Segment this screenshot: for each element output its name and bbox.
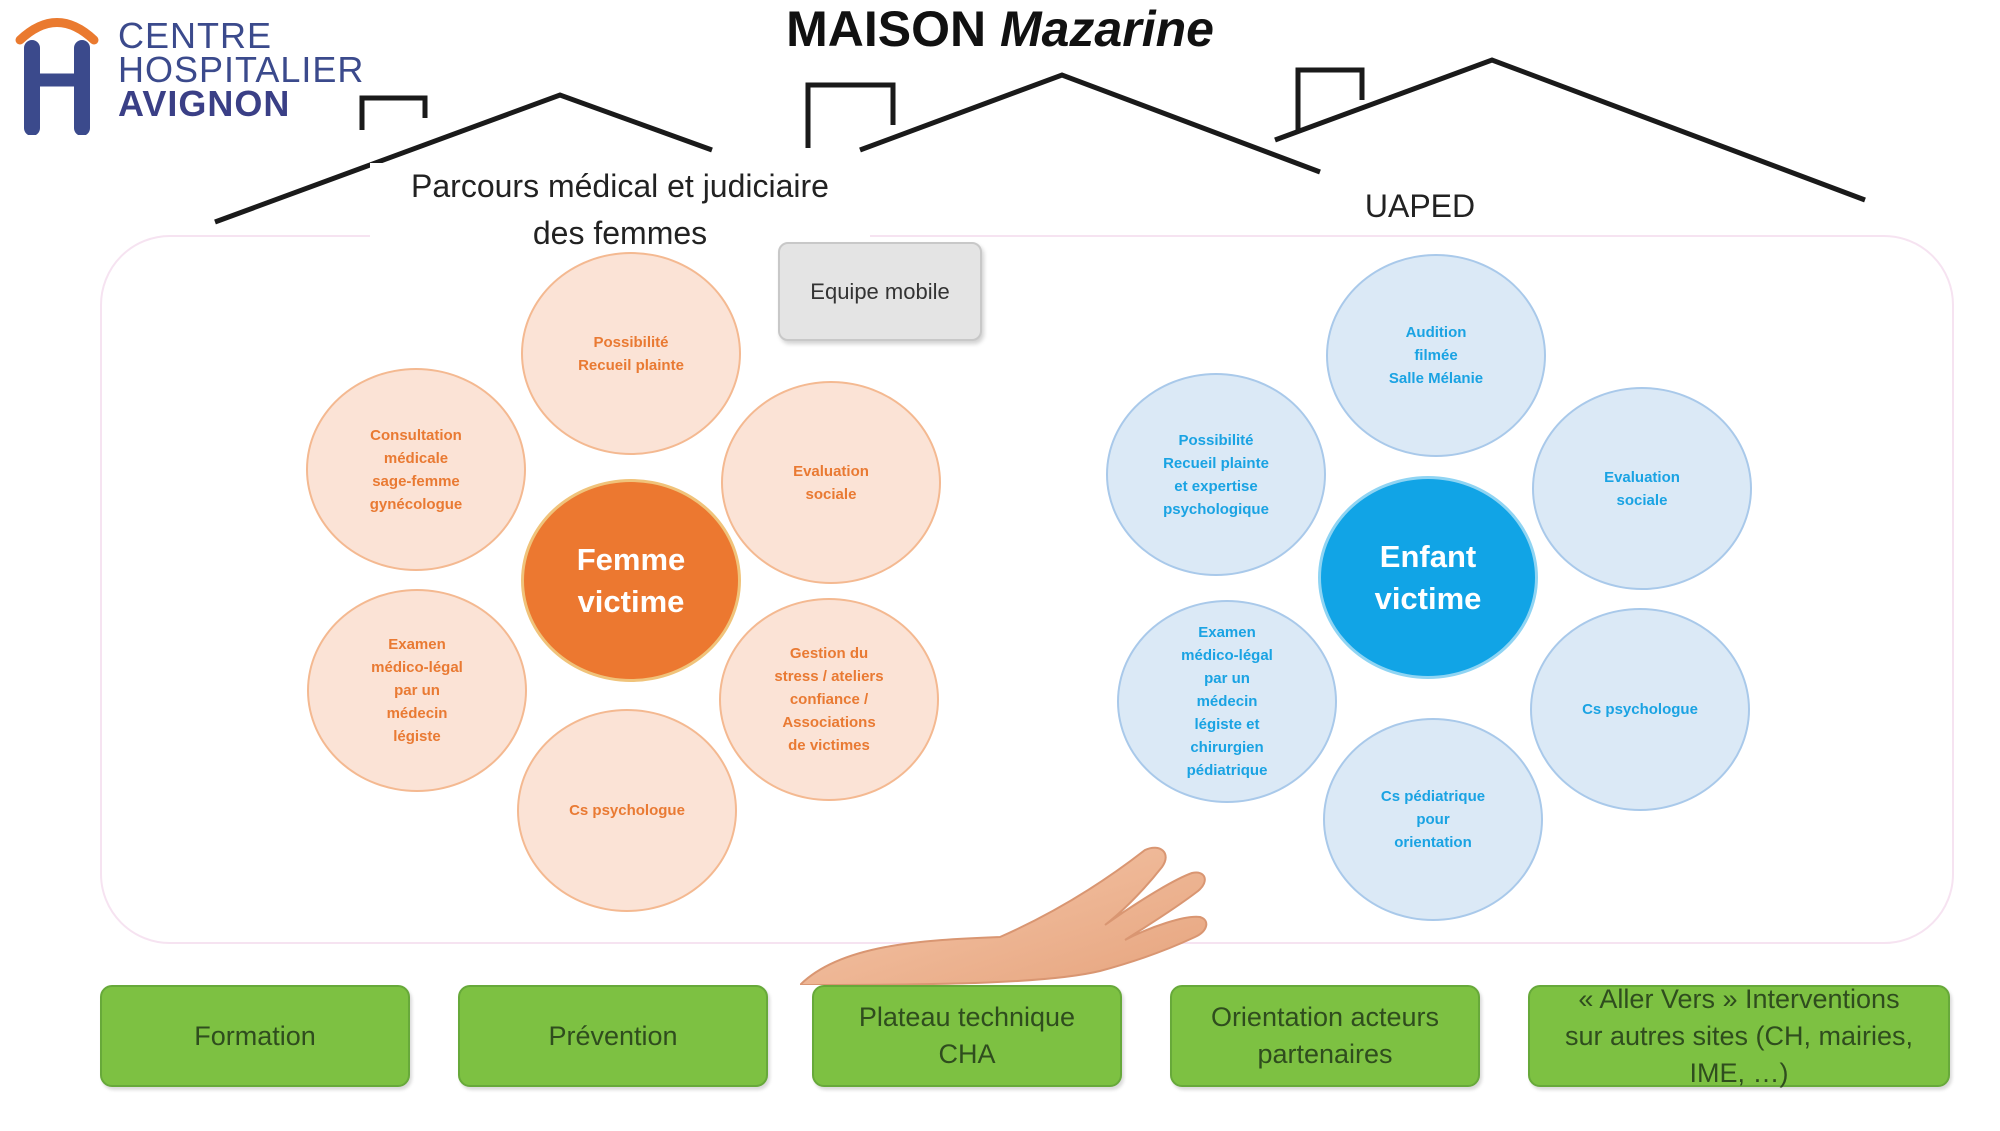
title-part1: MAISON bbox=[786, 1, 1000, 57]
logo-text-line3: AVIGNON bbox=[118, 83, 291, 124]
logo-text-line1: CENTRE bbox=[118, 15, 273, 56]
chimney-left bbox=[359, 95, 428, 130]
femmes-section-title: Parcours médical et judiciaire des femme… bbox=[370, 163, 870, 257]
roof-middle bbox=[859, 72, 1321, 175]
formation-button: Formation bbox=[100, 985, 410, 1087]
house-roofs bbox=[214, 57, 1866, 225]
femmes-satellite-cs-psychologue: Cs psychologue bbox=[517, 709, 737, 912]
equipe-mobile-box: Equipe mobile bbox=[778, 242, 982, 341]
roof-right bbox=[1274, 57, 1866, 203]
title-part2: Mazarine bbox=[999, 1, 1214, 57]
page-title: MAISON Mazarine bbox=[0, 0, 2000, 58]
uaped-section-title: UAPED bbox=[1364, 188, 1476, 224]
chimney-right bbox=[1295, 67, 1365, 130]
roof-left bbox=[214, 92, 713, 225]
logo-text-line2: HOSPITALIER bbox=[118, 49, 365, 90]
hospital-logo-icon bbox=[15, 18, 99, 135]
uaped-satellite-cs-psychologue: Cs psychologue bbox=[1530, 608, 1750, 811]
chimney-middle bbox=[805, 82, 896, 148]
prevention-button: Prévention bbox=[458, 985, 768, 1087]
open-hand-icon bbox=[800, 846, 1208, 985]
main-panel bbox=[100, 235, 1954, 944]
